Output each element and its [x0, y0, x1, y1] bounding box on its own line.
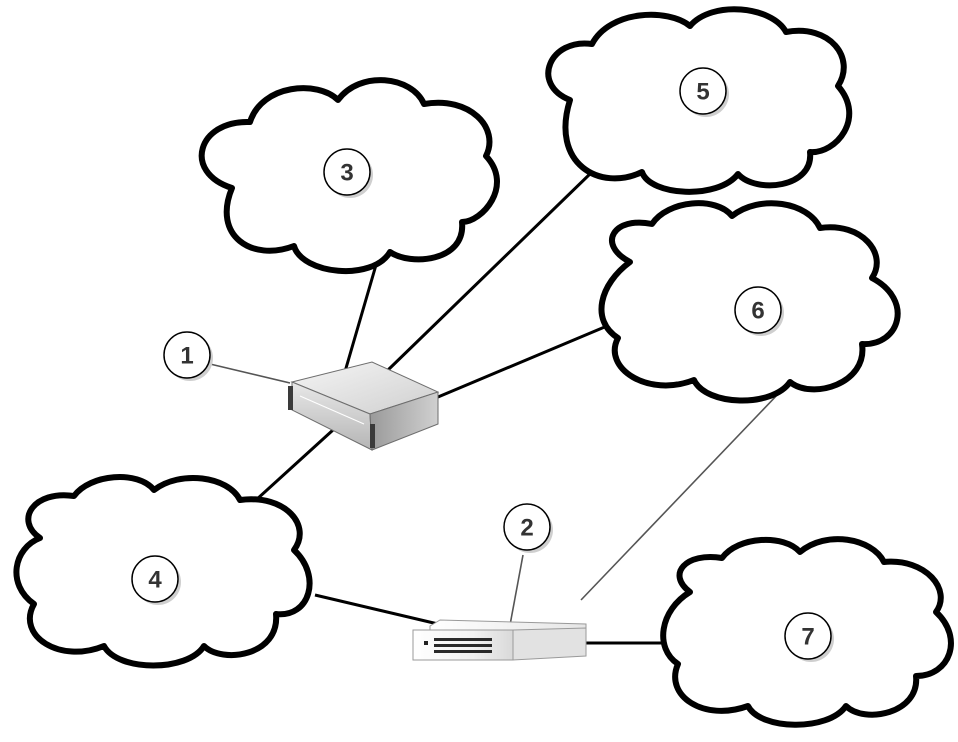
- link-2-4: [314, 593, 439, 626]
- link-1-6: [437, 324, 608, 399]
- badge-5-label: 5: [696, 79, 709, 106]
- badge-6-label: 6: [751, 298, 764, 325]
- badge-2: 2: [503, 503, 553, 553]
- badge-1: 1: [163, 331, 213, 381]
- badge-1-label: 1: [180, 343, 193, 370]
- badge-3-label: 3: [340, 160, 353, 187]
- link-2-6: [580, 391, 781, 601]
- badge-3: 3: [323, 148, 373, 198]
- badge-4: 4: [131, 555, 181, 605]
- device-2-router-icon: [412, 619, 587, 661]
- connections: [209, 170, 781, 645]
- badge-5: 5: [679, 67, 729, 117]
- badge-6: 6: [734, 286, 784, 336]
- link-1-3: [342, 264, 378, 376]
- badge-7-label: 7: [801, 624, 814, 651]
- link-1-5: [386, 170, 594, 372]
- label-1-leader: [209, 363, 291, 384]
- badge-2-label: 2: [520, 515, 533, 542]
- device-1-switch-icon: [288, 361, 440, 451]
- link-1-4: [254, 428, 335, 502]
- badge-7: 7: [784, 612, 834, 662]
- badge-4-label: 4: [148, 567, 162, 594]
- label-2-leader: [509, 554, 524, 626]
